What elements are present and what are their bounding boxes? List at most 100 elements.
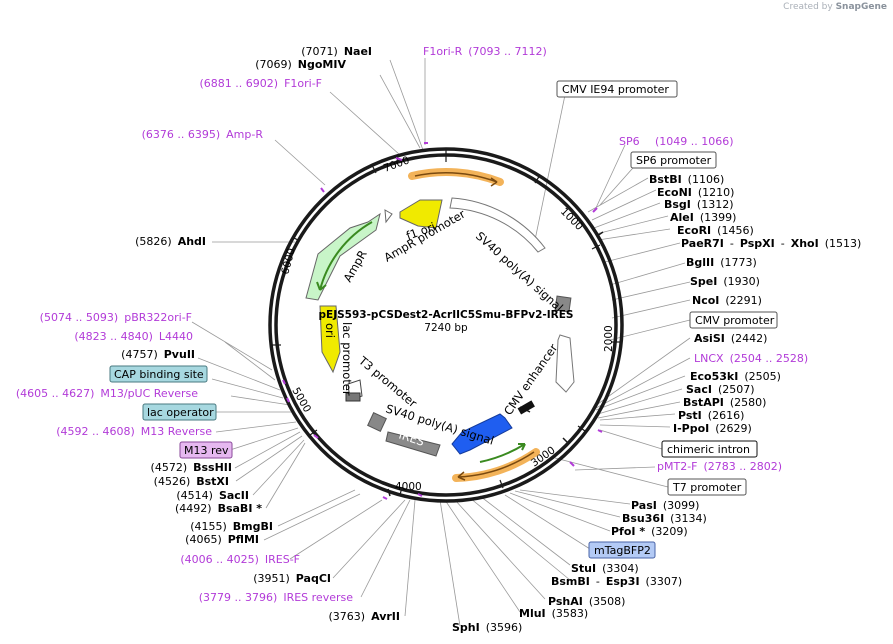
enzyme-site-label[interactable]: BstBI(1106) [649, 173, 724, 186]
chimeric-intron-box[interactable]: chimeric intron [661, 440, 758, 458]
enzyme-site-label[interactable]: I-PpoI(2629) [673, 422, 752, 435]
lac-operator-box[interactable]: lac operator [142, 403, 217, 421]
site-position: (3307) [646, 575, 683, 588]
enzyme-site-label[interactable]: BglII(1773) [686, 256, 757, 269]
enzyme-name: AhdI [178, 235, 206, 248]
site-position: (3134) [670, 512, 707, 525]
enzyme-site-label[interactable]: (3951)PaqCI [253, 572, 331, 585]
cmv-ie94-promoter-box[interactable]: CMV IE94 promoter [556, 80, 678, 98]
enzyme-site-label[interactable]: (4492)BsaBI * [175, 502, 262, 515]
enzyme-name: PaeR7I [681, 237, 724, 250]
enzyme-site-label[interactable]: (4526)BstXI [154, 475, 229, 488]
svg-text:CMV IE94 promoter: CMV IE94 promoter [562, 83, 669, 96]
primer-text: (7093 .. 7112) [468, 45, 547, 58]
enzyme-site-label[interactable]: (4155)BmgBI [190, 520, 273, 533]
enzyme-site-label[interactable]: StuI(3304) [571, 562, 639, 575]
enzyme-site-label[interactable]: (4592 .. 4608)M13 Reverse [56, 425, 212, 438]
enzyme-site-label[interactable]: (6376 .. 6395)Amp-R [142, 128, 264, 141]
enzyme-name: SacII [219, 489, 249, 502]
site-position: (1106) [688, 173, 725, 186]
enzyme-site-label[interactable]: (7069)NgoMIV [255, 58, 346, 71]
enzyme-name: PspXI [740, 237, 775, 250]
enzyme-site-label[interactable]: (7071)NaeI [301, 45, 372, 58]
m13-rev-box[interactable]: M13 rev [179, 441, 233, 459]
site-position: (4572) [151, 461, 188, 474]
enzyme-site-label[interactable]: (6881 .. 6902)F1ori-F [200, 77, 323, 90]
enzyme-name: BsaBI * [218, 502, 263, 515]
primer-text: F1ori-F [284, 77, 322, 90]
enzyme-site-label[interactable]: (3763)AvrII [329, 610, 400, 623]
enzyme-site-label[interactable]: BsgI(1312) [664, 198, 733, 211]
enzyme-name: PvuII [164, 348, 195, 361]
enzyme-site-label[interactable]: LNCX(2504 .. 2528) [694, 352, 808, 365]
snapgene-watermark: Created by SnapGene [783, 2, 887, 12]
enzyme-site-label[interactable]: pMT2-F(2783 .. 2802) [657, 460, 782, 473]
enzyme-site-label[interactable]: BstAPI(2580) [683, 396, 766, 409]
sp6-primer-label[interactable]: SP6 (1049 .. 1066) [619, 135, 734, 148]
site-position: (3583) [552, 607, 589, 620]
site-position: (4526) [154, 475, 191, 488]
enzyme-site-label[interactable]: (5826)AhdI [135, 235, 206, 248]
ampr-promoter-arrow [384, 209, 393, 224]
enzyme-name: EcoNI [657, 186, 692, 199]
enzyme-site-label[interactable]: (3779 .. 3796)IRES reverse [199, 591, 353, 604]
enzyme-name: StuI [571, 562, 596, 575]
enzyme-site-label[interactable]: Bsu36I (3134) [622, 512, 707, 525]
enzyme-site-label[interactable]: BsmBI-Esp3I(3307) [551, 575, 682, 588]
enzyme-site-label[interactable]: MluI(3583) [519, 607, 588, 620]
site-position: (1312) [697, 198, 734, 211]
enzyme-site-label[interactable]: EcoRI(1456) [677, 224, 754, 237]
enzyme-site-label[interactable]: SacI(2507) [686, 383, 755, 396]
svg-text:CMV promoter: CMV promoter [695, 314, 775, 327]
site-position: (2505) [744, 370, 781, 383]
enzyme-site-label[interactable]: SpeI(1930) [690, 275, 760, 288]
orange-feature-top-arrow [414, 172, 498, 183]
enzyme-name: Esp3I [606, 575, 640, 588]
enzyme-site-label[interactable]: (4605 .. 4627)M13/pUC Reverse [16, 387, 198, 400]
mtagbfp2-arrow [451, 413, 513, 455]
enzyme-name: Bsu36I [622, 512, 664, 525]
primer-text: M13 Reverse [141, 425, 212, 438]
primer-text: (4006 .. 4025) [180, 553, 259, 566]
enzyme-name: AsiSI [694, 332, 725, 345]
enzyme-site-label[interactable]: Eco53kI(2505) [690, 370, 781, 383]
mtagbfp2-box[interactable]: mTagBFP2 [588, 541, 656, 559]
site-position: (1210) [698, 186, 735, 199]
enzyme-name: XhoI [791, 237, 819, 250]
enzyme-site-label[interactable]: (4823 .. 4840)L4440 [74, 330, 193, 343]
sp6-promoter-box[interactable]: SP6 promoter [630, 151, 717, 169]
cap-binding-site-box[interactable]: CAP binding site [109, 365, 208, 383]
enzyme-site-label[interactable]: (4572)BssHII [151, 461, 232, 474]
enzyme-site-label[interactable]: PstI(2616) [678, 409, 744, 422]
enzyme-site-label[interactable]: F1ori-R(7093 .. 7112) [423, 45, 547, 58]
t7-promoter-box[interactable]: T7 promoter [667, 478, 747, 496]
primer-text: L4440 [159, 330, 193, 343]
primer-text: LNCX [694, 352, 724, 365]
enzyme-site-label[interactable]: PfoI *(3209) [611, 525, 688, 538]
enzyme-site-label[interactable]: SphI(3596) [452, 621, 522, 634]
enzyme-site-label[interactable]: AleI(1399) [670, 211, 736, 224]
enzyme-name: BglII [686, 256, 714, 269]
enzyme-name: EcoRI [677, 224, 711, 237]
cmv-promoter-box[interactable]: CMV promoter [689, 311, 778, 329]
enzyme-site-label[interactable]: AsiSI(2442) [694, 332, 767, 345]
enzyme-site-label[interactable]: PshAI(3508) [548, 595, 625, 608]
enzyme-site-label[interactable]: EcoNI (1210) [657, 186, 734, 199]
ori-label: ori [323, 323, 337, 338]
enzyme-site-label[interactable]: (4514) SacII [176, 489, 249, 502]
enzyme-name: BsmBI [551, 575, 590, 588]
enzyme-site-label[interactable]: (5074 .. 5093)pBR322ori-F [40, 311, 192, 324]
watermark-prefix: Created by [783, 2, 833, 12]
site-position: (2629) [715, 422, 752, 435]
enzyme-site-label[interactable]: NcoI(2291) [692, 294, 762, 307]
enzyme-site-label[interactable]: (4065)PflMI [185, 533, 259, 546]
f1-ori-arrow [399, 199, 443, 229]
site-position: (4514) [176, 489, 213, 502]
enzyme-site-label[interactable]: PasI(3099) [631, 499, 699, 512]
enzyme-site-label[interactable]: (4006 .. 4025)IRES-F [180, 553, 300, 566]
enzyme-site-label[interactable]: PaeR7I-PspXI-XhoI(1513) [681, 237, 861, 250]
site-position: (3099) [663, 499, 700, 512]
enzyme-site-label[interactable]: (4757)PvuII [121, 348, 195, 361]
site-position: - [730, 237, 734, 250]
